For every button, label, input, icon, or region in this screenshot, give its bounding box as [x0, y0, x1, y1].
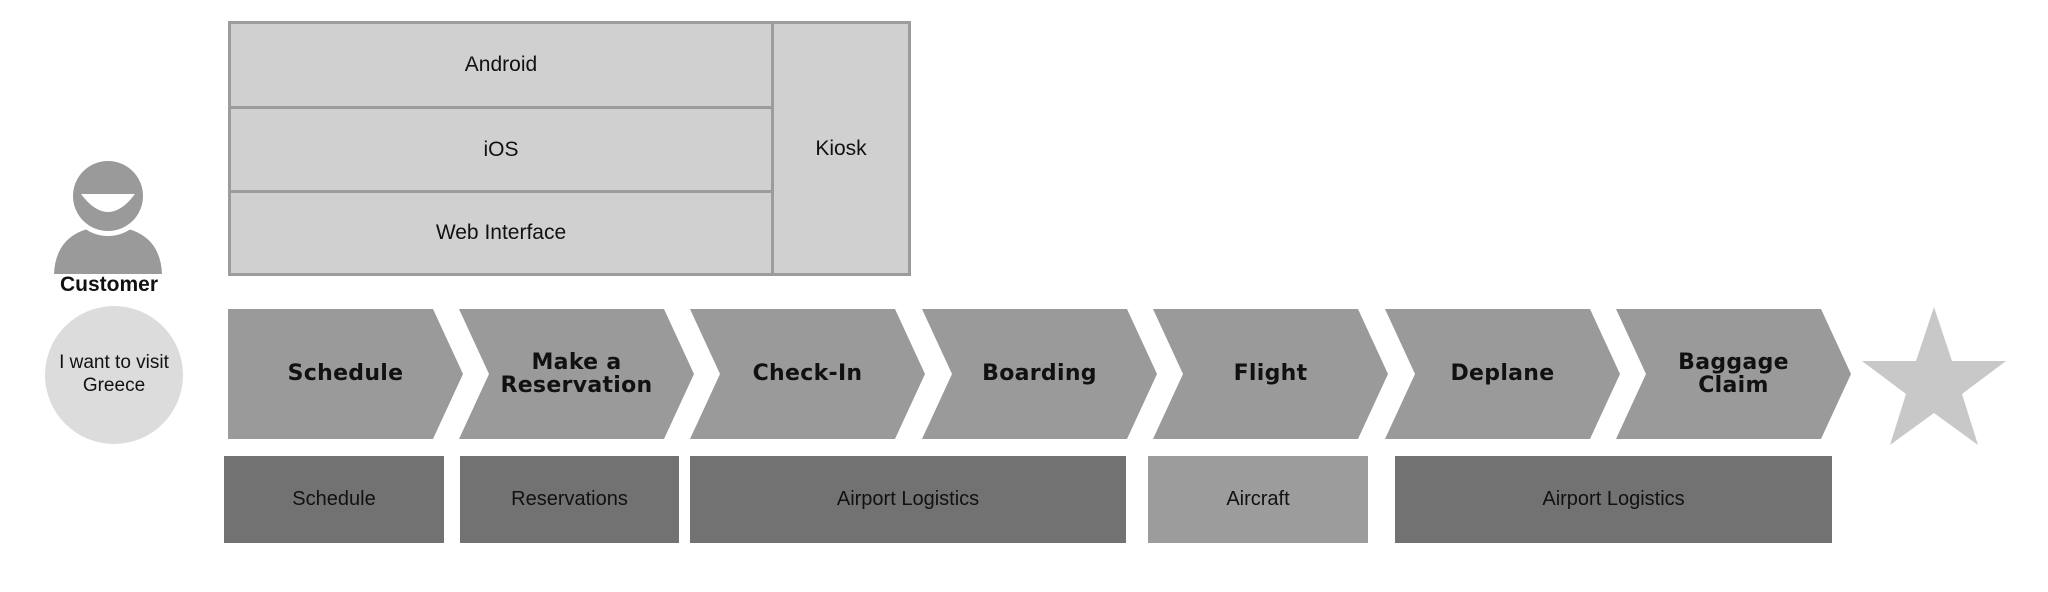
stage-label: Boarding: [982, 362, 1097, 385]
stage-chevron: Make a Reservation: [459, 309, 694, 439]
stage-chevron: Flight: [1153, 309, 1388, 439]
stage-label: Check-In: [753, 362, 863, 385]
stage-chevron: Schedule: [228, 309, 463, 439]
stage-chevron: Baggage Claim: [1616, 309, 1851, 439]
customer-icon: [54, 156, 162, 274]
stage-label-line1: Schedule: [287, 361, 404, 387]
system-label: Airport Logistics: [1542, 488, 1685, 510]
channel-kiosk-label: Kiosk: [815, 136, 867, 160]
system-label: Schedule: [292, 488, 376, 510]
stage-label: Flight: [1234, 362, 1308, 385]
channel-web: Web Interface: [228, 190, 774, 276]
star-icon: [1862, 307, 2006, 445]
system-label: Airport Logistics: [836, 488, 980, 510]
stage-label-line2: Reservation: [500, 373, 653, 398]
stage-label: Deplane: [1450, 362, 1554, 385]
stage-label-line1: Make a: [531, 349, 622, 375]
system-box: Aircraft: [1148, 456, 1368, 543]
channel-ios-label: iOS: [483, 137, 519, 161]
system-box: Schedule: [224, 456, 444, 543]
stage-label-line1: Baggage: [1678, 349, 1789, 375]
system-label: Aircraft: [1226, 488, 1290, 510]
channel-web-label: Web Interface: [435, 221, 567, 244]
system-box: Airport Logistics: [690, 456, 1126, 543]
stage-chevron: Check-In: [690, 309, 925, 439]
customer-goal-line2: Greece: [82, 375, 146, 396]
system-box: Reservations: [460, 456, 679, 543]
stage-chevron: Boarding: [922, 309, 1157, 439]
stage-label: Schedule: [288, 362, 404, 385]
channel-kiosk: Kiosk: [771, 21, 911, 276]
stage-label-line1: Flight: [1233, 361, 1308, 387]
system-box: Airport Logistics: [1395, 456, 1832, 543]
stage-label: Baggage Claim: [1678, 351, 1789, 397]
customer-goal-line1: I want to visit: [59, 352, 169, 374]
stage-chevron: Deplane: [1385, 309, 1620, 439]
stage-label-line1: Deplane: [1450, 361, 1555, 387]
stage-label-line1: Check-In: [752, 361, 863, 387]
customer-label: Customer: [59, 273, 159, 296]
stage-label: Make a Reservation: [500, 351, 652, 397]
stage-label-line1: Boarding: [982, 361, 1097, 387]
channel-ios: iOS: [228, 106, 774, 193]
channel-android-label: Android: [464, 53, 538, 76]
channel-panel: Android iOS Web Interface Kiosk: [228, 21, 911, 276]
stage-label-line2: Claim: [1698, 373, 1769, 398]
system-label: Reservations: [511, 488, 628, 510]
channel-android: Android: [228, 21, 774, 109]
customer-goal: I want to visit Greece: [45, 306, 183, 444]
